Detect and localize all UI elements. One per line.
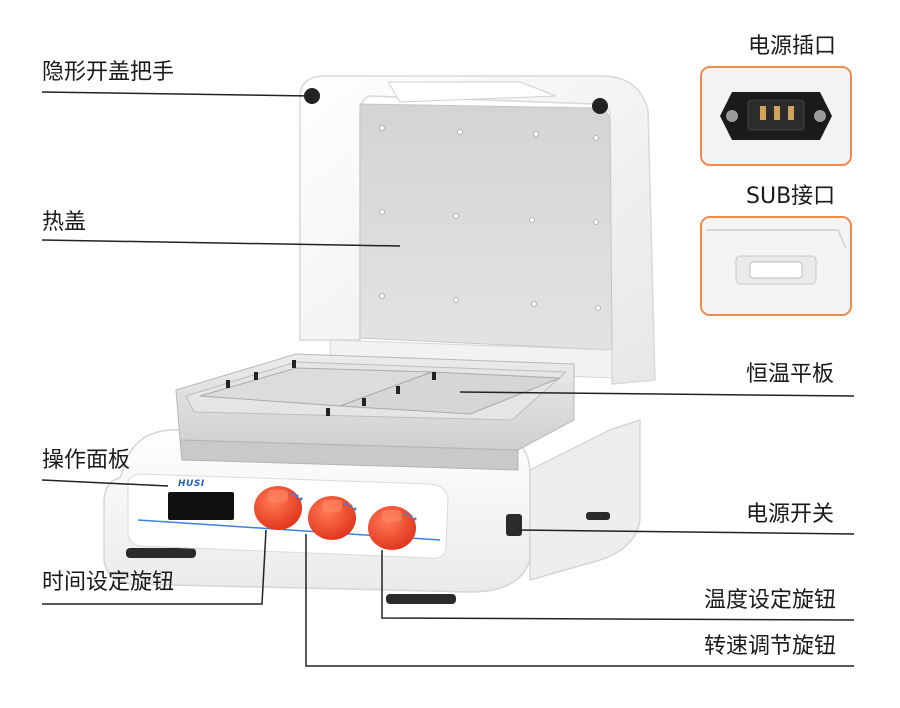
label-control-panel: 操作面板 <box>42 448 131 473</box>
label-temp-knob: 温度设定旋钮 <box>704 588 837 613</box>
label-time-knob: 时间设定旋钮 <box>42 570 175 595</box>
heated-lid <box>299 75 656 385</box>
label-thermo-plate: 恒温平板 <box>746 362 835 387</box>
inset-power-socket <box>700 66 852 166</box>
label-sub-port: SUB接口 <box>746 184 836 209</box>
power-switch[interactable] <box>506 514 522 536</box>
sub-port-icon <box>702 218 850 314</box>
label-power-switch: 电源开关 <box>746 502 835 527</box>
label-heated-lid: 热盖 <box>42 210 87 235</box>
time-knob[interactable] <box>254 486 302 530</box>
power-socket-icon <box>702 68 850 164</box>
label-speed-knob: 转速调节旋钮 <box>704 634 837 659</box>
inset-sub-port <box>700 216 852 316</box>
brand-logo: HUSI <box>178 479 205 489</box>
callout-lines <box>41 91 855 667</box>
temp-knob[interactable] <box>368 506 416 550</box>
speed-knob[interactable] <box>308 496 356 540</box>
time-display <box>168 492 234 520</box>
label-hidden-handle: 隐形开盖把手 <box>42 60 175 85</box>
label-power-socket: 电源插口 <box>748 34 837 59</box>
thermo-plate <box>175 353 575 471</box>
control-panel <box>127 473 449 559</box>
